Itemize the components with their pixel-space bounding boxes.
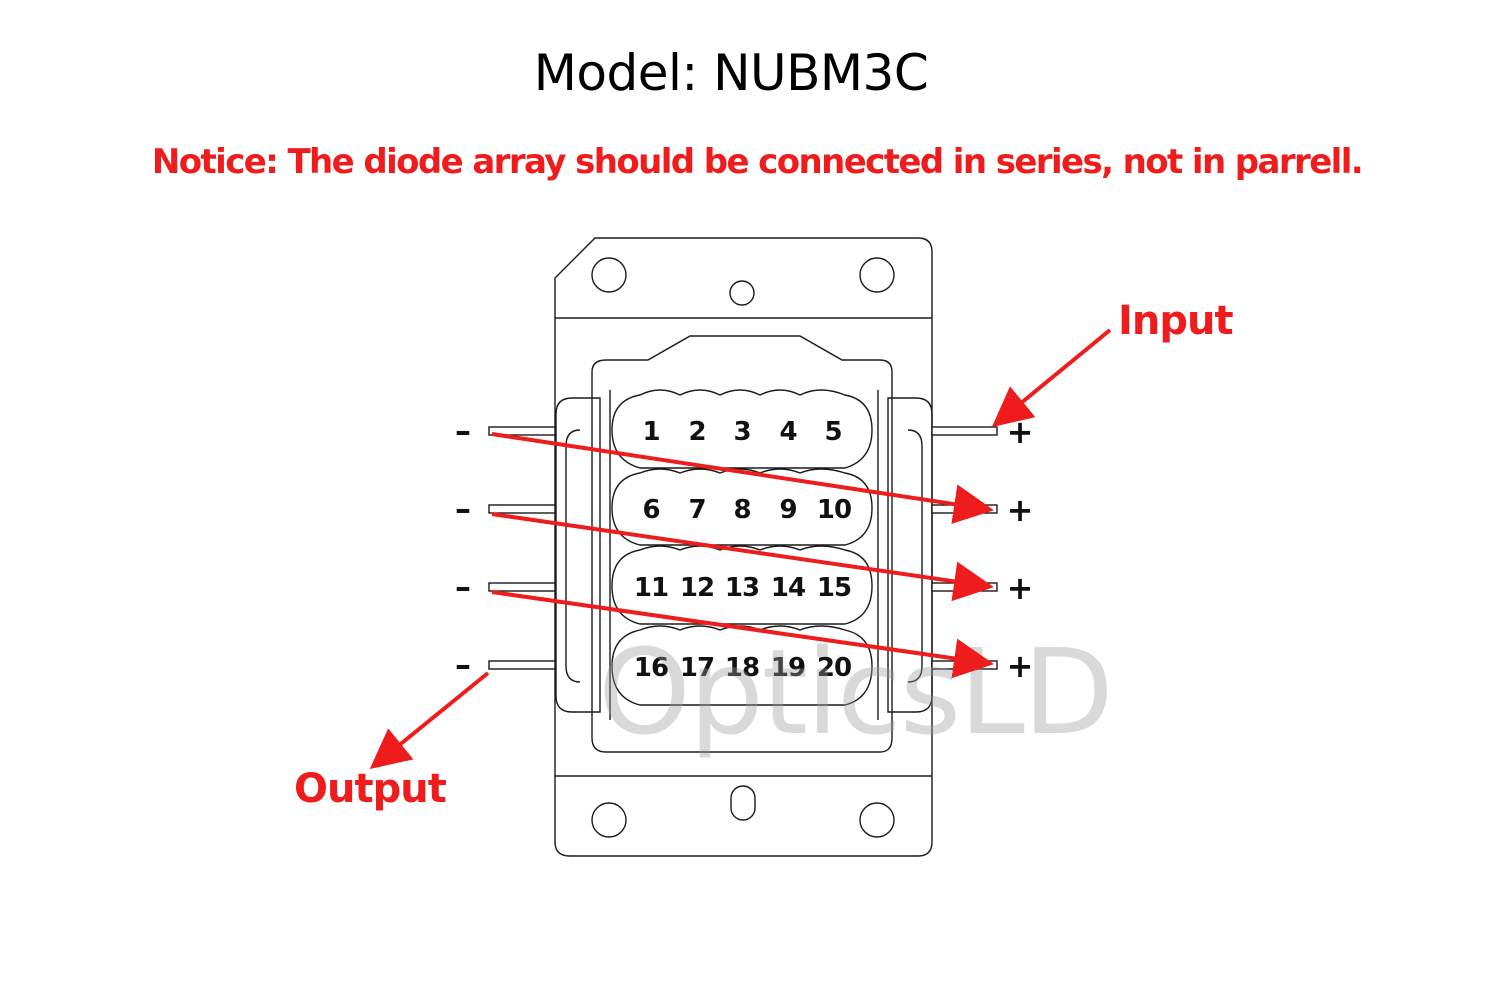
diode-numbers: 1 2 3 4 5 6 7 8 9 10 11 12 13 14 15 16 1… [634,417,852,683]
mounting-hole [859,802,895,838]
diode-number: 14 [771,573,805,603]
diode-number: 18 [725,653,759,683]
lens-row [611,625,873,706]
diode-number: 10 [817,495,851,525]
negative-sign: – [455,490,471,528]
mounting-hole [729,280,755,306]
input-label: Input [1118,298,1233,344]
negative-pin [488,504,556,514]
diode-number: 8 [733,495,750,525]
diode-number: 20 [817,653,851,683]
input-arrow [991,328,1112,428]
positive-sign: + [1007,647,1034,685]
diode-number: 12 [680,573,714,603]
series-arrow [491,432,994,524]
diode-number: 6 [642,495,659,525]
diode-number: 19 [771,653,805,683]
negative-pin [488,582,556,592]
diode-number: 15 [817,573,851,603]
positive-sign: + [1007,491,1034,529]
negative-sign: – [455,412,471,450]
terminal-signs: – – – – + + + + [455,412,1033,685]
series-connection-arrows [369,328,1112,770]
mounting-slot [730,785,756,821]
mounting-hole [591,802,627,838]
output-label: Output [294,766,447,812]
diode-number: 9 [779,495,796,525]
negative-sign: – [455,568,471,606]
diode-number: 11 [634,573,668,603]
positive-sign: + [1007,569,1034,607]
diode-number: 13 [725,573,759,603]
module-housing [488,237,998,857]
diode-number: 16 [634,653,668,683]
series-arrow [491,512,994,602]
positive-pin [931,426,998,436]
series-arrow [491,590,994,679]
output-arrow [369,671,490,770]
negative-pin [488,426,556,436]
page-title: Model: NUBM3C [533,44,929,102]
diode-number: 1 [642,417,659,447]
diode-number: 17 [680,653,714,683]
diode-number: 2 [688,417,705,447]
diode-number: 3 [733,417,750,447]
negative-pin [488,660,556,670]
mounting-hole [591,257,627,293]
notice-text: Notice: The diode array should be connec… [151,142,1364,182]
diode-number: 5 [824,417,841,447]
mounting-hole [859,257,895,293]
diode-number: 4 [779,417,796,447]
negative-sign: – [455,646,471,684]
positive-sign: + [1007,413,1034,451]
diode-number: 7 [688,495,705,525]
